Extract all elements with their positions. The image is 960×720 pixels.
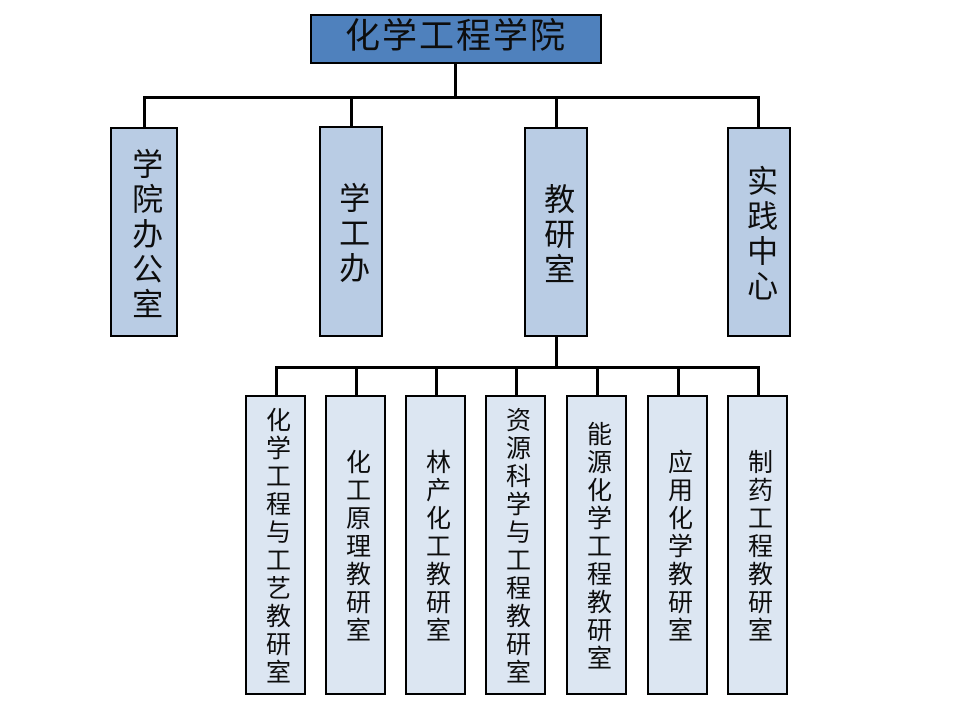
org-node-resource-science-label: 资源科学与工程教研室 <box>502 407 530 687</box>
connector-teaching-research-drop <box>555 337 558 368</box>
connector-level3-drop-2 <box>355 366 358 396</box>
connector-level2-drop-2 <box>350 96 353 126</box>
org-node-chem-eng-technology-label: 化学工程与工艺教研室 <box>262 407 290 687</box>
connector-level2-drop-1 <box>143 96 146 127</box>
org-node-root[interactable]: 化学工程学院 <box>310 14 602 64</box>
connector-level3-drop-7 <box>757 366 760 396</box>
org-node-student-affairs-label: 学工办 <box>334 182 370 287</box>
org-node-chem-eng-technology[interactable]: 化学工程与工艺教研室 <box>245 395 306 695</box>
connector-level3-drop-5 <box>596 366 599 396</box>
connector-root-drop <box>454 64 457 98</box>
org-node-practice-center[interactable]: 实践中心 <box>727 127 791 337</box>
org-node-pharma-eng[interactable]: 制药工程教研室 <box>727 395 788 695</box>
org-node-college-office[interactable]: 学院办公室 <box>110 127 178 337</box>
org-node-root-label: 化学工程学院 <box>344 17 567 57</box>
connector-level3-drop-3 <box>435 366 438 396</box>
org-node-forest-chem[interactable]: 林产化工教研室 <box>405 395 466 695</box>
org-node-resource-science[interactable]: 资源科学与工程教研室 <box>485 395 546 695</box>
org-node-applied-chem-label: 应用化学教研室 <box>664 449 692 645</box>
connector-level2-bus <box>143 96 760 99</box>
org-node-chem-principles-label: 化工原理教研室 <box>342 449 370 645</box>
org-node-applied-chem[interactable]: 应用化学教研室 <box>647 395 708 695</box>
org-node-college-office-label: 学院办公室 <box>127 147 163 323</box>
org-node-chem-principles[interactable]: 化工原理教研室 <box>325 395 386 695</box>
org-node-energy-chem-eng[interactable]: 能源化学工程教研室 <box>566 395 627 695</box>
connector-level2-drop-3 <box>555 96 558 127</box>
org-node-energy-chem-eng-label: 能源化学工程教研室 <box>583 421 611 673</box>
org-node-practice-center-label: 实践中心 <box>742 165 778 305</box>
connector-level3-drop-1 <box>275 366 278 396</box>
org-node-forest-chem-label: 林产化工教研室 <box>422 449 450 645</box>
org-node-teaching-research-label: 教研室 <box>539 182 575 288</box>
org-node-pharma-eng-label: 制药工程教研室 <box>744 449 772 645</box>
org-node-student-affairs[interactable]: 学工办 <box>319 126 383 337</box>
connector-level2-drop-4 <box>757 96 760 127</box>
connector-level3-drop-6 <box>677 366 680 396</box>
org-node-teaching-research[interactable]: 教研室 <box>524 127 588 337</box>
connector-level3-drop-4 <box>515 366 518 396</box>
